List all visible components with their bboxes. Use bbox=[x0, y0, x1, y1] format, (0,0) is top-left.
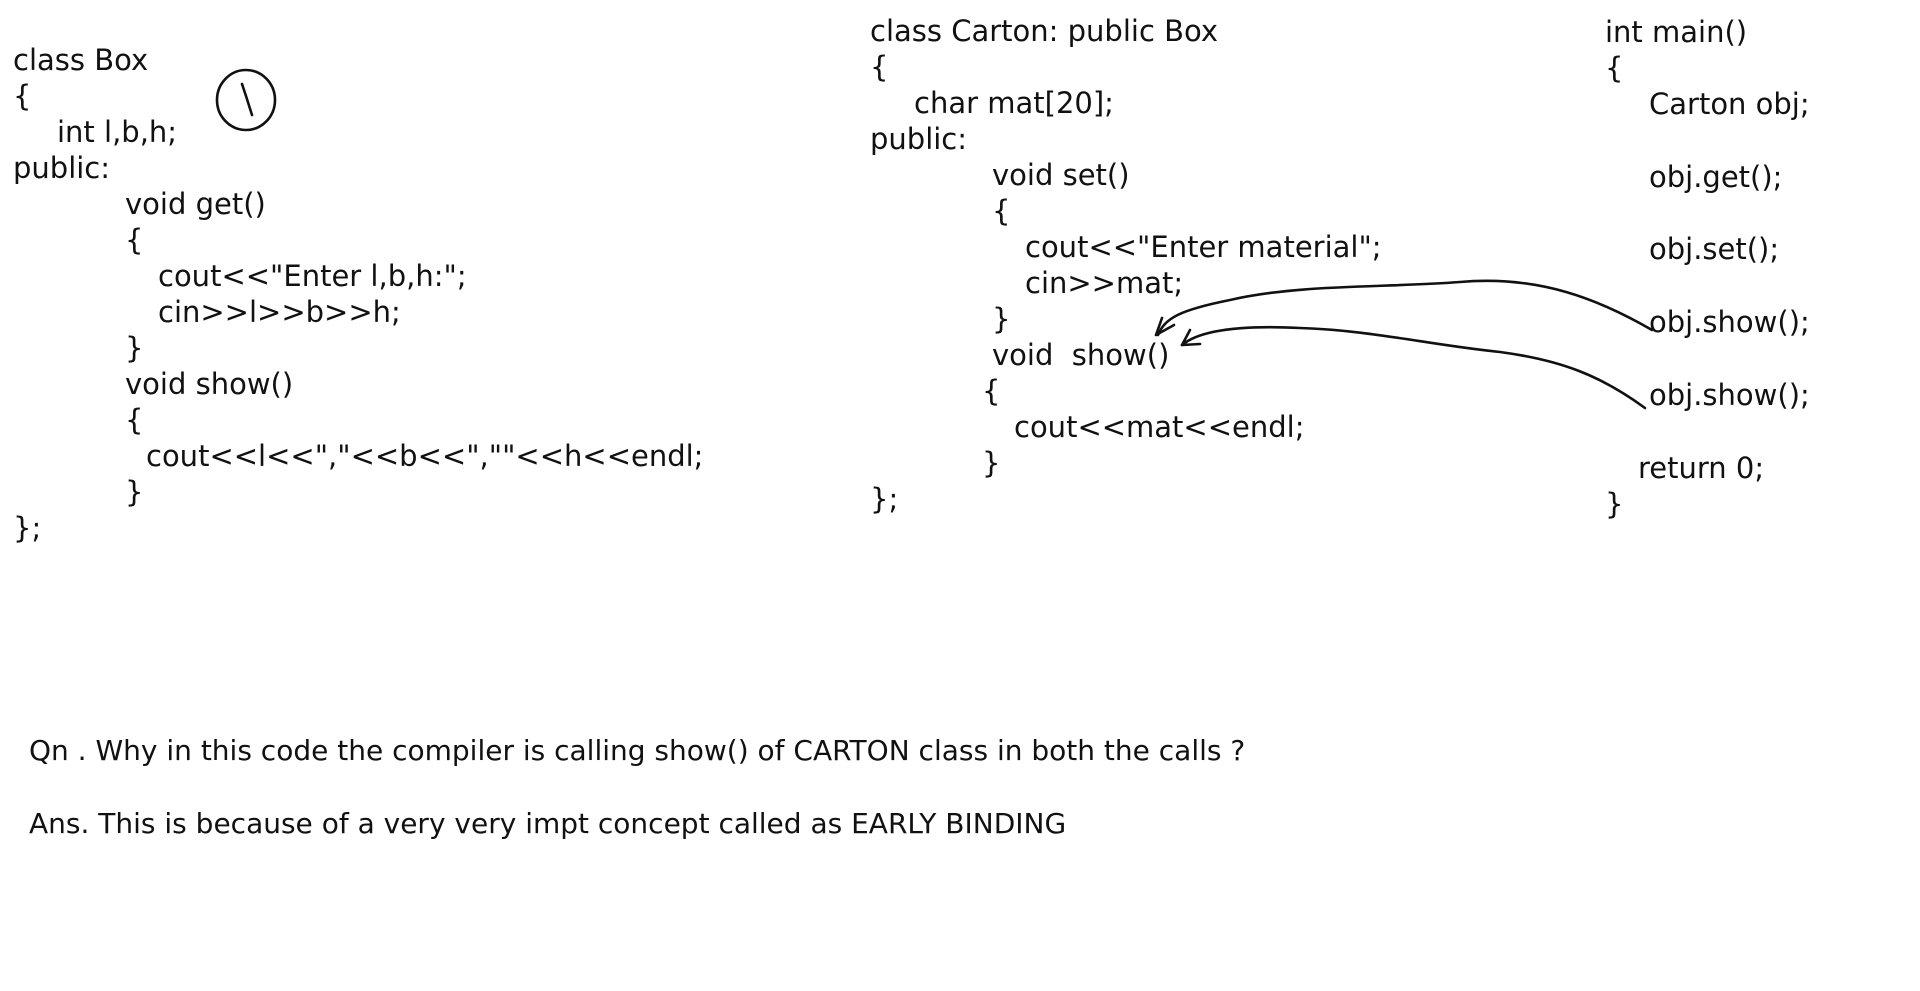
code-line: public: bbox=[870, 122, 968, 156]
code-line: } bbox=[125, 331, 144, 365]
handwritten-one-mark bbox=[240, 82, 254, 117]
code-line: void get() bbox=[125, 187, 266, 221]
code-line: } bbox=[992, 302, 1011, 336]
code-line: void show() bbox=[992, 338, 1170, 372]
code-line: } bbox=[125, 475, 144, 509]
code-line: cin>>mat; bbox=[1025, 266, 1184, 300]
code-line: obj.show(); bbox=[1649, 305, 1810, 339]
circle-mark bbox=[215, 68, 277, 132]
code-line: { bbox=[125, 223, 144, 257]
code-line: { bbox=[1605, 51, 1624, 85]
code-line: void set() bbox=[992, 158, 1130, 192]
code-line: Carton obj; bbox=[1649, 87, 1810, 121]
code-line: } bbox=[982, 446, 1001, 480]
arrow-curve bbox=[1156, 279, 1654, 337]
arrow-head bbox=[1154, 316, 1176, 337]
arrow-head bbox=[1180, 328, 1202, 347]
code-line: obj.set(); bbox=[1649, 232, 1780, 266]
code-line: { bbox=[13, 79, 32, 113]
code-line: cin>>l>>b>>h; bbox=[158, 295, 401, 329]
code-line: cout<<mat<<endl; bbox=[1014, 410, 1305, 444]
code-line: { bbox=[870, 50, 889, 84]
question-text: Qn . Why in this code the compiler is ca… bbox=[29, 734, 1246, 767]
code-line: } bbox=[1605, 487, 1624, 521]
code-line: public: bbox=[13, 151, 111, 185]
code-line: return 0; bbox=[1638, 451, 1765, 485]
code-line: cout<<"Enter l,b,h:"; bbox=[158, 259, 467, 293]
code-line: int main() bbox=[1605, 15, 1748, 49]
answer-text: Ans. This is because of a very very impt… bbox=[29, 807, 1067, 840]
code-line: { bbox=[992, 194, 1011, 228]
code-line: int l,b,h; bbox=[57, 115, 178, 149]
code-line: { bbox=[125, 403, 144, 437]
code-line: }; bbox=[870, 482, 899, 516]
code-line: obj.get(); bbox=[1649, 160, 1783, 194]
code-line: class Box bbox=[13, 43, 149, 77]
arrow-second-show-call bbox=[1180, 325, 1647, 410]
circled-number-mark bbox=[215, 68, 277, 132]
arrow-curve bbox=[1180, 325, 1647, 410]
code-line: char mat[20]; bbox=[914, 86, 1114, 120]
code-line: }; bbox=[13, 511, 42, 545]
code-line: void show() bbox=[125, 367, 294, 401]
code-line: { bbox=[982, 374, 1001, 408]
code-line: obj.show(); bbox=[1649, 378, 1810, 412]
arrow-first-show-call bbox=[1154, 279, 1654, 337]
code-line: class Carton: public Box bbox=[870, 14, 1219, 48]
code-line: cout<<l<<","<<b<<",""<<h<<endl; bbox=[146, 439, 704, 473]
code-line: cout<<"Enter material"; bbox=[1025, 230, 1382, 264]
